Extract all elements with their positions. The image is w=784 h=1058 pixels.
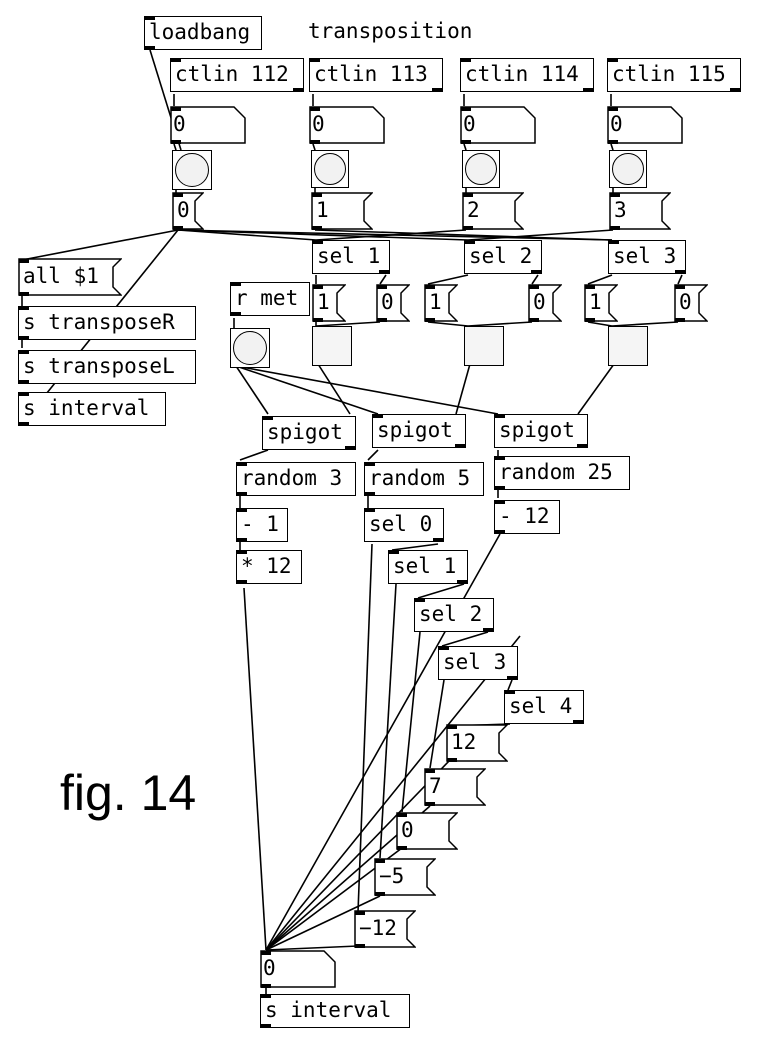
ctlin-112-object[interactable]: ctlin 112 [170,58,304,92]
message-0b-text: 0 [401,818,414,842]
all-message-text: all $1 [23,264,99,288]
bang-112[interactable] [172,150,212,190]
all-message[interactable]: all $1 [18,258,122,296]
bang-114[interactable] [462,150,500,188]
minus-1-object[interactable]: - 1 [236,508,288,542]
ctlin-115-value: 0 [610,112,623,136]
ctlin-114-number[interactable]: 0 [460,106,536,144]
message-2-text: 2 [467,198,480,222]
sel-3b-object[interactable]: sel 3 [438,646,518,680]
figure-caption: fig. 14 [60,765,197,821]
ctlin-115-object[interactable]: ctlin 115 [607,58,741,92]
toggle-3[interactable] [608,326,648,366]
sel1-on-text: 1 [317,290,330,314]
sel2-on-message[interactable]: 1 [424,284,458,322]
bang-circle-icon [233,331,267,365]
spigot-2-object[interactable]: spigot [372,414,466,448]
spigot-1-object[interactable]: spigot [262,416,356,450]
ctlin-113-value: 0 [312,112,325,136]
sel-0-object[interactable]: sel 0 [364,508,444,542]
ctlin-113-number[interactable]: 0 [309,106,385,144]
ctlin-114-object[interactable]: ctlin 114 [460,58,594,92]
sel2-off-message[interactable]: 0 [528,284,562,322]
message-minus-5[interactable]: −5 [374,858,436,896]
message-2[interactable]: 2 [462,192,524,230]
sel-2-object[interactable]: sel 2 [464,240,542,274]
minus-12-object[interactable]: - 12 [494,500,560,534]
sel-1-object[interactable]: sel 1 [312,240,390,274]
message-minus-12[interactable]: −12 [354,910,416,948]
sel-4b-object[interactable]: sel 4 [504,690,584,724]
ctlin-115-number[interactable]: 0 [607,106,683,144]
interval-number-value: 0 [263,956,276,980]
message-3[interactable]: 3 [609,192,671,230]
send-interval-object-2[interactable]: s interval [260,994,410,1028]
bang-circle-icon [175,153,209,187]
message-minus-12-text: −12 [359,916,397,940]
sel2-off-text: 0 [533,290,546,314]
sel-2b-object[interactable]: sel 2 [414,598,494,632]
ctlin-112-number[interactable]: 0 [170,106,246,144]
message-7-text: 7 [429,774,442,798]
times-12-object[interactable]: * 12 [236,550,302,584]
bang-113[interactable] [311,150,349,188]
spigot-3-object[interactable]: spigot [494,414,588,448]
message-minus-5-text: −5 [379,864,405,888]
sel2-on-text: 1 [429,290,442,314]
message-0b[interactable]: 0 [396,812,458,850]
ctlin-113-object[interactable]: ctlin 113 [309,58,443,92]
sel1-off-message[interactable]: 0 [376,284,410,322]
loadbang-object[interactable]: loadbang [144,16,262,50]
bang-circle-icon [612,153,644,185]
message-12-text: 12 [451,730,477,754]
ctlin-112-value: 0 [173,112,186,136]
sel3-on-text: 1 [589,290,602,314]
transposition-comment: transposition [308,19,473,43]
toggle-2[interactable] [464,326,504,366]
sel-1b-object[interactable]: sel 1 [388,550,468,584]
sel3-on-message[interactable]: 1 [584,284,618,322]
toggle-1[interactable] [312,326,352,366]
message-3-text: 3 [614,198,627,222]
random-3-object[interactable]: random 3 [236,462,356,496]
message-0-text: 0 [177,198,190,222]
random-25-object[interactable]: random 25 [494,456,630,490]
sel1-on-message[interactable]: 1 [312,284,346,322]
message-12[interactable]: 12 [446,724,508,762]
sel3-off-text: 0 [679,290,692,314]
met-bang[interactable] [230,328,270,368]
random-5-object[interactable]: random 5 [364,462,484,496]
message-7[interactable]: 7 [424,768,486,806]
receive-met-object[interactable]: r met [230,282,310,316]
message-1-text: 1 [316,198,329,222]
message-1[interactable]: 1 [311,192,373,230]
ctlin-114-value: 0 [463,112,476,136]
sel3-off-message[interactable]: 0 [674,284,708,322]
message-0[interactable]: 0 [172,192,204,230]
interval-number[interactable]: 0 [260,950,336,988]
bang-115[interactable] [609,150,647,188]
sel-3-object[interactable]: sel 3 [608,240,686,274]
bang-circle-icon [314,153,346,185]
send-interval-object[interactable]: s interval [18,392,166,426]
sel1-off-text: 0 [381,290,394,314]
bang-circle-icon [465,153,497,185]
send-transposeR-object[interactable]: s transposeR [18,306,196,340]
send-transposeL-object[interactable]: s transposeL [18,350,196,384]
